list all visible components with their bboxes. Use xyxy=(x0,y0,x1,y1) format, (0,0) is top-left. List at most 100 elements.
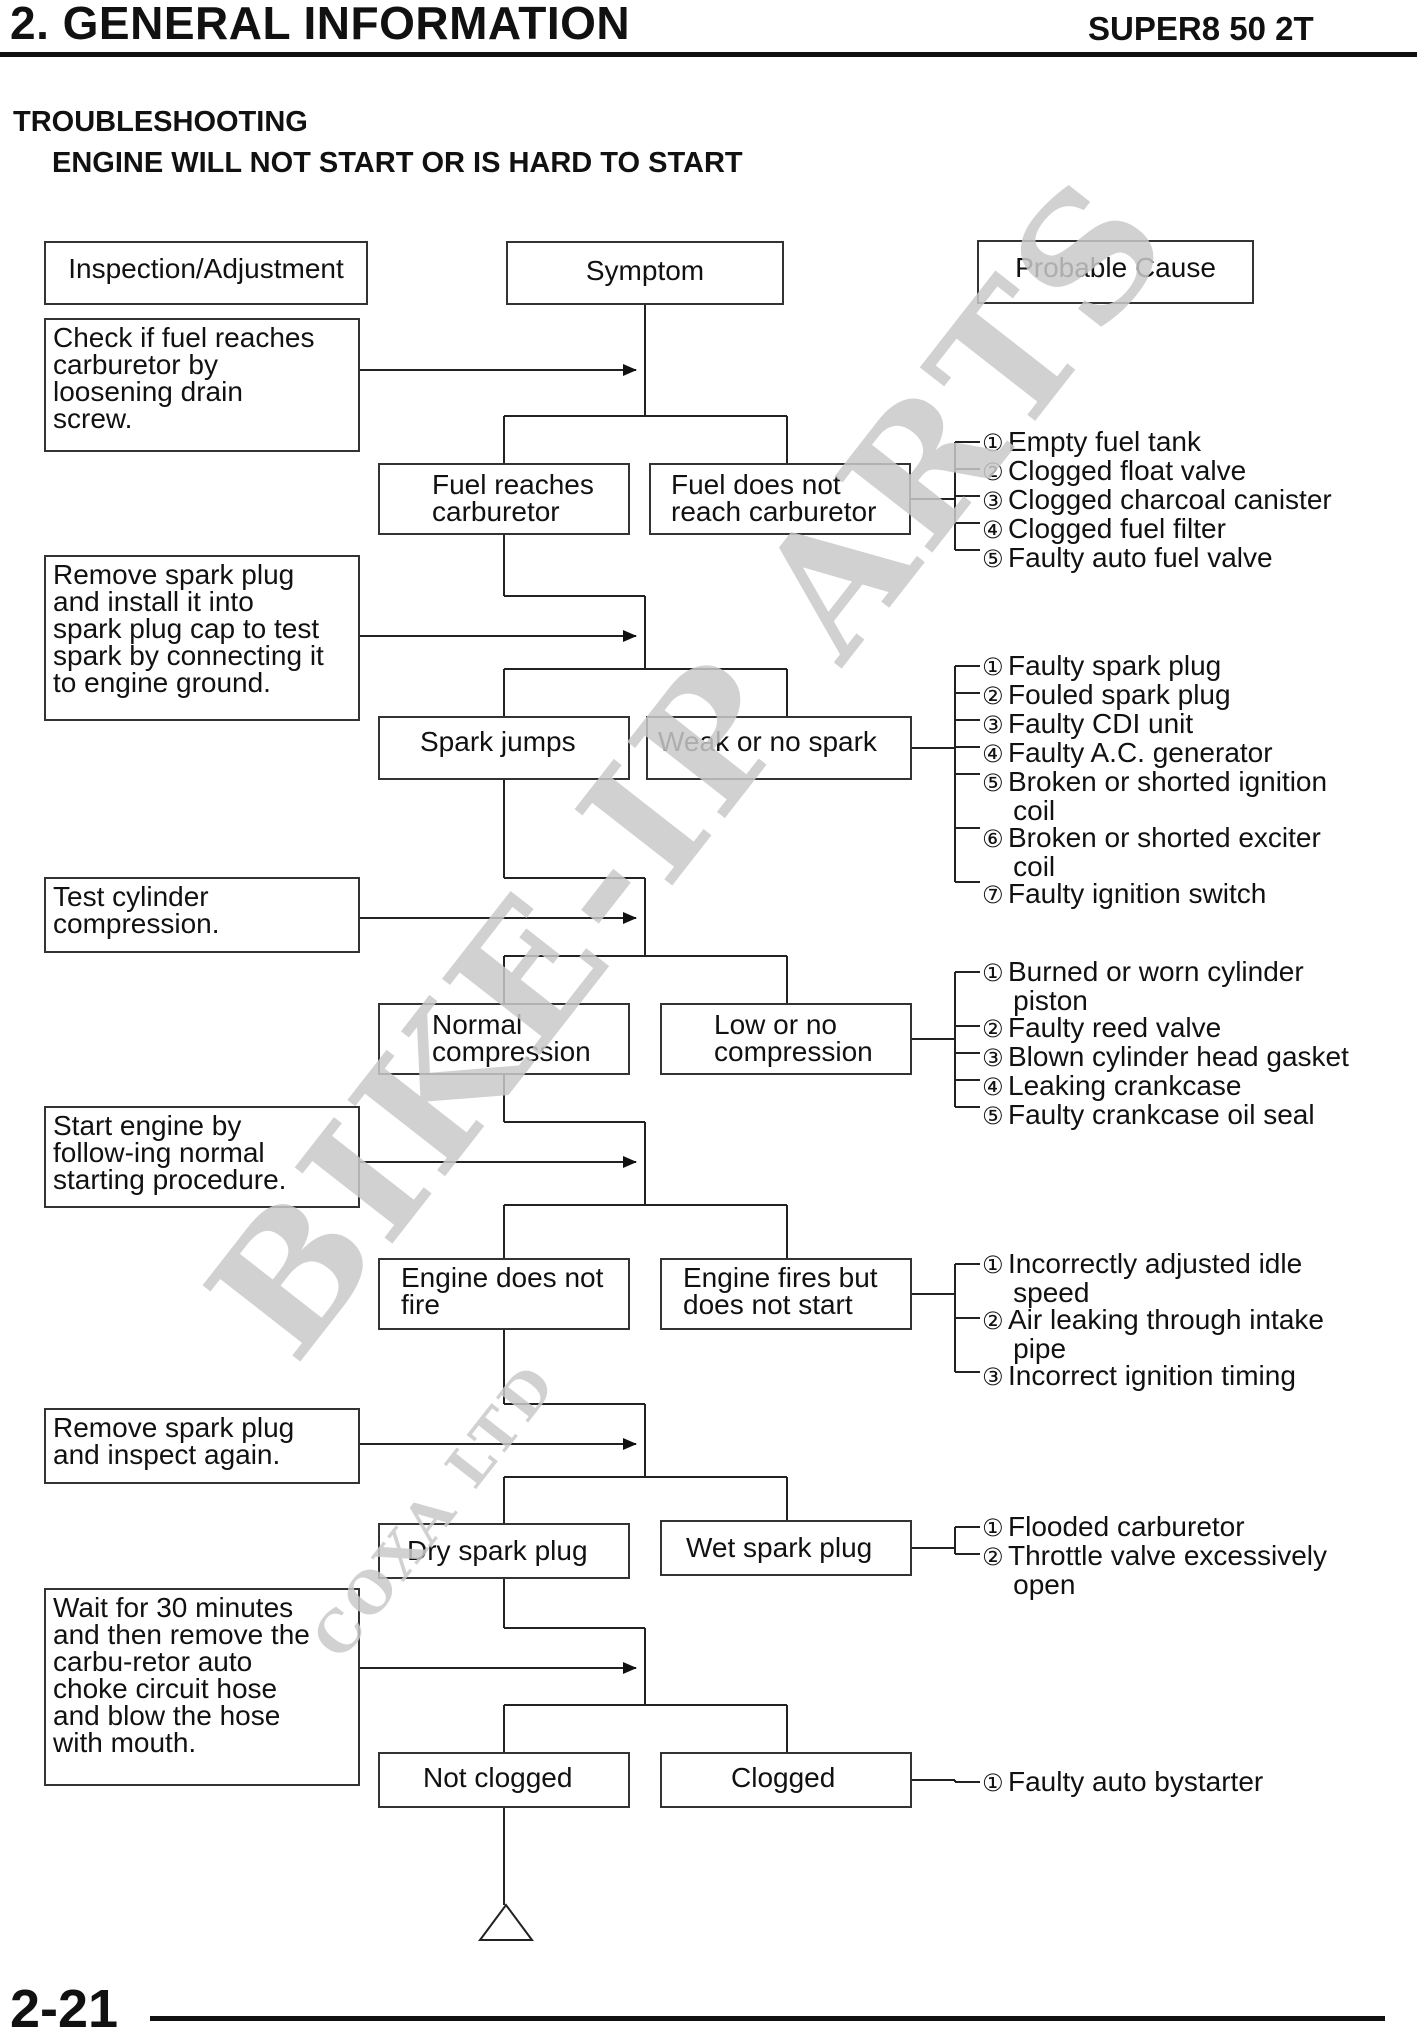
cause-number: ① xyxy=(982,1770,1004,1797)
cause-text: Faulty reed valve xyxy=(1008,1012,1222,1043)
cause-text: Throttle valve excessively open xyxy=(1008,1540,1328,1600)
cause-text: Clogged fuel filter xyxy=(1008,513,1226,544)
cause-text: Faulty CDI unit xyxy=(1008,708,1194,739)
inspection-box: Test cylinder compression. xyxy=(44,877,360,953)
cause-number: ① xyxy=(982,960,1004,987)
cause-number: ⑥ xyxy=(982,826,1004,853)
cause-text: Air leaking through intake pipe xyxy=(1008,1304,1324,1364)
cause-number: ② xyxy=(982,1016,1004,1043)
chapter-title: 2. GENERAL INFORMATION xyxy=(10,0,631,49)
page-number: 2-21 xyxy=(10,1979,119,2039)
cause-text: Faulty spark plug xyxy=(1008,650,1222,681)
cause-number: ③ xyxy=(982,1364,1004,1391)
cause-text: Incorrect ignition timing xyxy=(1008,1360,1296,1391)
cause-text: Leaking crankcase xyxy=(1008,1070,1242,1101)
cause-number: ② xyxy=(982,1308,1004,1335)
end-triangle xyxy=(478,1903,534,1941)
section-title: TROUBLESHOOTING xyxy=(13,106,308,138)
cause-text: Faulty A.C. generator xyxy=(1008,737,1273,768)
cause-number: ③ xyxy=(982,488,1004,515)
symptom-ok-box: Not clogged xyxy=(378,1752,630,1808)
cause-number: ② xyxy=(982,683,1004,710)
symptom-ok-box: Normal compression xyxy=(378,1003,630,1075)
footer-rule xyxy=(150,2016,1385,2021)
cause-text: Broken or shorted exciter coil xyxy=(1008,822,1321,882)
cause-number: ⑤ xyxy=(982,770,1004,797)
header-rule xyxy=(0,52,1417,57)
cause-number: ② xyxy=(982,1544,1004,1571)
cause-text: Faulty auto fuel valve xyxy=(1008,542,1273,573)
symptom-fault-box: Weak or no spark xyxy=(646,716,912,780)
cause-number: ③ xyxy=(982,1045,1004,1072)
cause-text: Fouled spark plug xyxy=(1008,679,1231,710)
cause-text: Incorrectly adjusted idle speed xyxy=(1008,1248,1303,1308)
cause-text: Clogged charcoal canister xyxy=(1008,484,1332,515)
symptom-fault-box: Engine fires but does not start xyxy=(660,1258,912,1330)
inspection-box: Wait for 30 minutes and then remove the … xyxy=(44,1588,360,1786)
symptom-fault-box: Clogged xyxy=(660,1752,912,1808)
cause-text: Broken or shorted ignition coil xyxy=(1008,766,1328,826)
cause-text: Blown cylinder head gasket xyxy=(1008,1041,1349,1072)
inspection-box: Remove spark plug and install it into sp… xyxy=(44,555,360,721)
cause-number: ① xyxy=(982,654,1004,681)
cause-text: Empty fuel tank xyxy=(1008,426,1201,457)
symptom-fault-box: Low or no compression xyxy=(660,1003,912,1075)
cause-text: Burned or worn cylinder piston xyxy=(1008,956,1304,1016)
inspection-box: Start engine by follow-ing normal starti… xyxy=(44,1106,360,1208)
symptom-ok-box: Dry spark plug xyxy=(378,1523,630,1579)
inspection-column-header: Inspection/Adjustment xyxy=(44,241,368,305)
cause-number: ① xyxy=(982,430,1004,457)
inspection-box: Check if fuel reaches carburetor by loos… xyxy=(44,318,360,452)
cause-text: Flooded carburetor xyxy=(1008,1511,1245,1542)
cause-text: Faulty ignition switch xyxy=(1008,878,1267,909)
symptom-fault-box: Fuel does not reach carburetor xyxy=(649,463,911,535)
cause-number: ① xyxy=(982,1515,1004,1542)
symptom-column-header: Symptom xyxy=(506,241,784,305)
cause-number: ③ xyxy=(982,712,1004,739)
symptom-ok-box: Engine does not fire xyxy=(378,1258,630,1330)
cause-number: ⑦ xyxy=(982,882,1004,909)
symptom-ok-box: Spark jumps xyxy=(378,716,630,780)
inspection-box: Remove spark plug and inspect again. xyxy=(44,1408,360,1484)
section-subtitle: ENGINE WILL NOT START OR IS HARD TO STAR… xyxy=(52,147,743,179)
model-name: SUPER8 50 2T xyxy=(1088,10,1314,47)
symptom-ok-box: Fuel reaches carburetor xyxy=(378,463,630,535)
cause-column-header: Probable Cause xyxy=(977,240,1254,304)
symptom-fault-box: Wet spark plug xyxy=(660,1520,912,1576)
cause-text: Clogged float valve xyxy=(1008,455,1247,486)
cause-number: ④ xyxy=(982,741,1004,768)
cause-number: ⑤ xyxy=(982,1103,1004,1130)
cause-number: ② xyxy=(982,459,1004,486)
cause-number: ④ xyxy=(982,1074,1004,1101)
cause-number: ① xyxy=(982,1252,1004,1279)
